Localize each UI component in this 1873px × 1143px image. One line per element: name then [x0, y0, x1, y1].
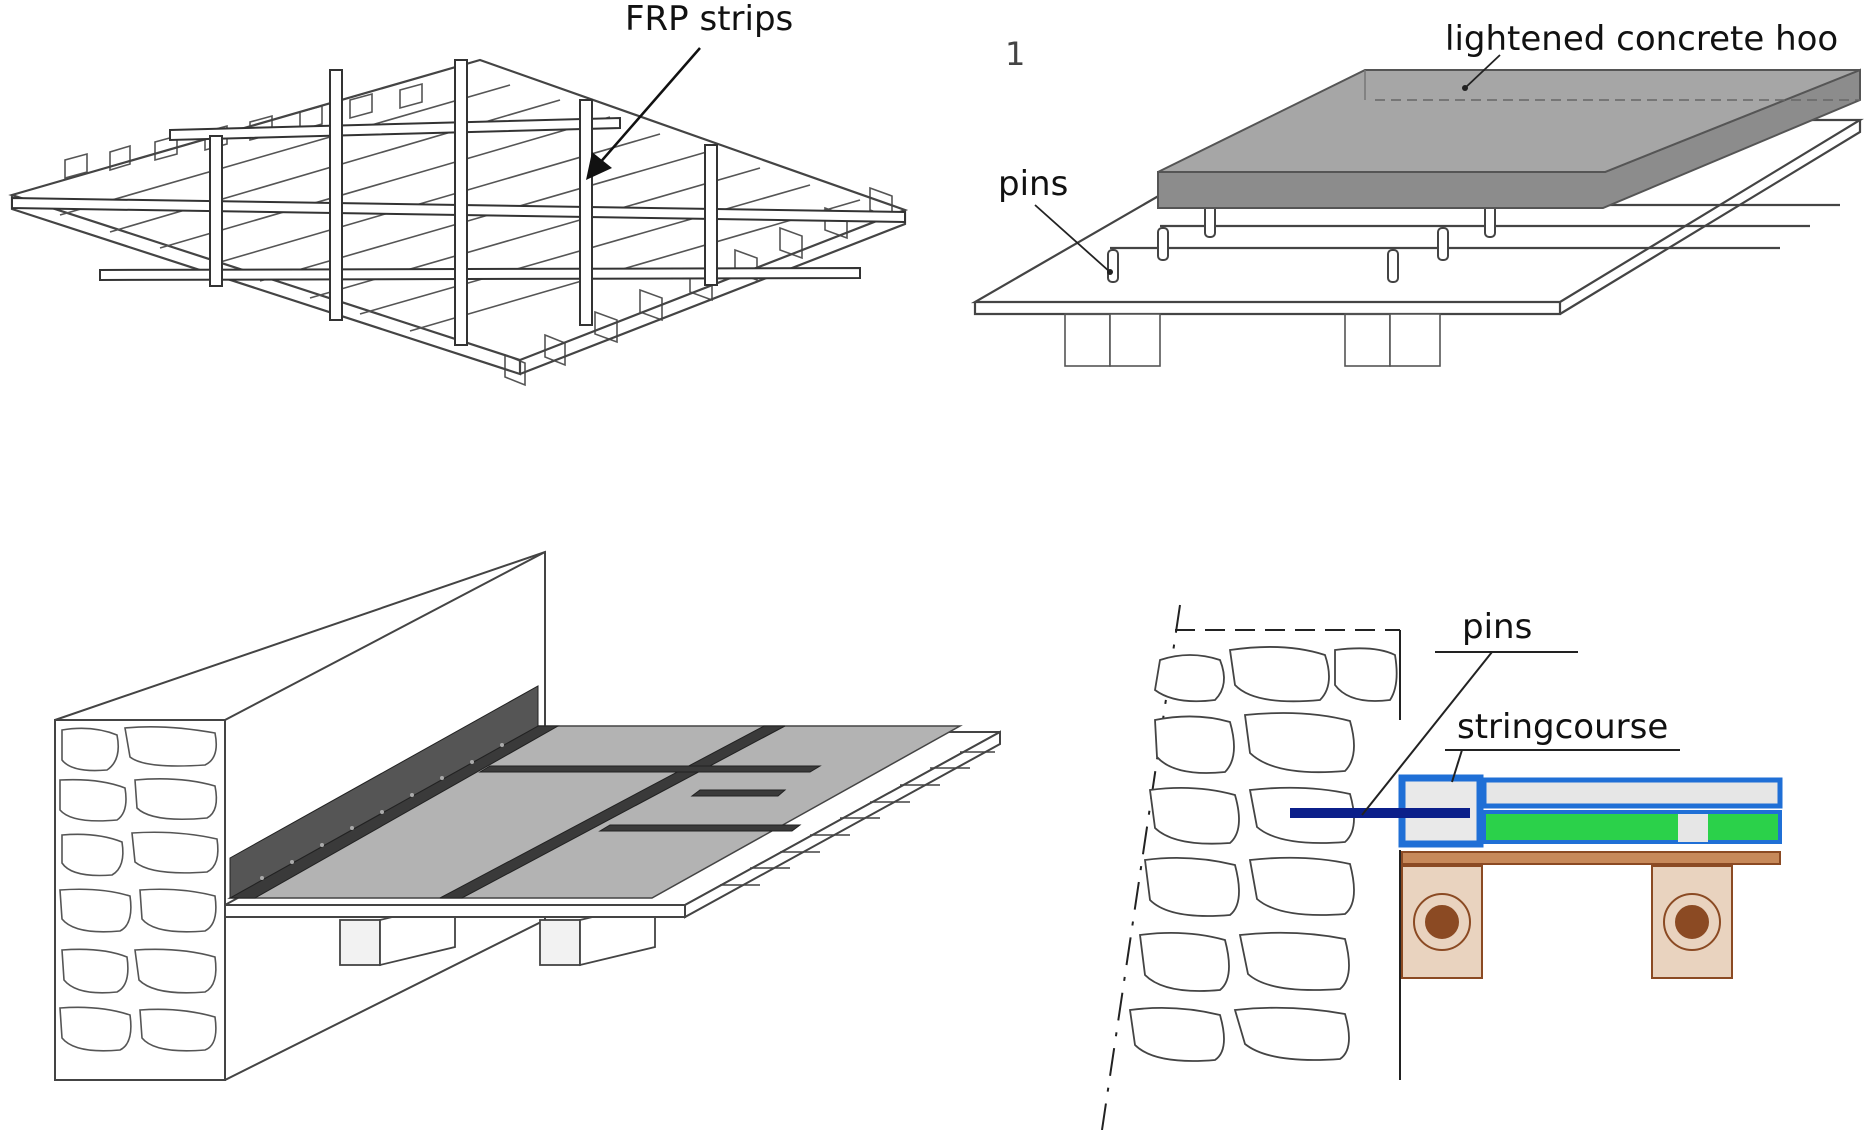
timber-beams [1064, 313, 1441, 367]
pin-rod [1290, 808, 1470, 818]
wall-outline [1101, 604, 1401, 1130]
frp-arrow [586, 47, 701, 180]
pins [1107, 204, 1496, 283]
anchor-bolts [260, 743, 504, 880]
pins-leader [1361, 651, 1578, 816]
frp-strips [11, 59, 906, 346]
pins-label: pins [1462, 607, 1532, 647]
pins-leader [1034, 204, 1113, 275]
steel-plate-diagram [54, 550, 1001, 1081]
stringcourse-label: stringcourse [1457, 707, 1668, 747]
masonry-stones [1128, 646, 1398, 1062]
timber-deck [1401, 851, 1781, 865]
lightened-concrete-hood [1157, 68, 1861, 209]
frp-strips-label: FRP strips [625, 0, 793, 39]
steel-strips [228, 685, 822, 899]
concrete-hood-label: lightened concrete hoo [1445, 19, 1838, 59]
stringcourse-section-diagram: pins stringcourse [1101, 604, 1783, 1130]
stringcourse-leader [1445, 749, 1680, 783]
frp-strips-diagram: FRP strips [8, 0, 909, 387]
concrete-hood-leader [1462, 54, 1501, 91]
figure-number: 1 [1005, 35, 1025, 73]
concrete-hood-diagram: 1 lightened concrete hoo pins [970, 19, 1864, 367]
timber-beams [1401, 865, 1733, 979]
pins-label: pins [998, 164, 1068, 204]
